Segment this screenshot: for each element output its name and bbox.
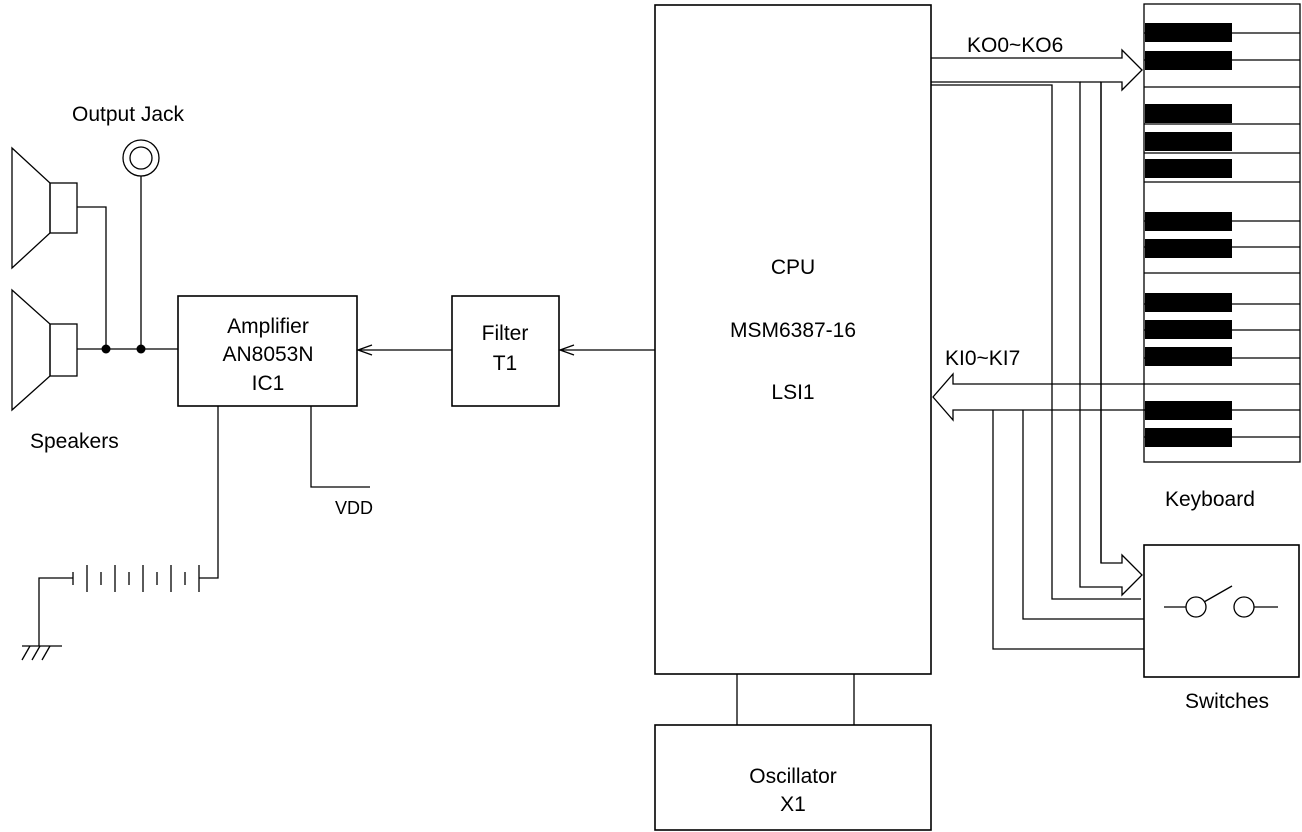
battery-icon [38,406,219,646]
amplifier-label-2: AN8053N [222,343,313,366]
oscillator-label-2: X1 [780,793,806,816]
ki-lines-to-switches [992,410,1144,650]
cpu-label-3: LSI1 [771,381,814,404]
output-jack-icon [122,139,160,177]
oscillator-label-1: Oscillator [749,765,837,788]
amplifier-label-3: IC1 [252,372,285,395]
filter-label-2: T1 [493,352,518,375]
ki-bus-arrow [932,372,1145,422]
junction-dot [101,344,111,354]
switches-block [1143,544,1300,678]
output-jack-label: Output Jack [72,103,185,126]
cpu-block: CPU MSM6387-16 LSI1 [654,4,932,675]
cpu-label-2: MSM6387-16 [730,319,856,342]
ko-bus-label: KO0~KO6 [967,34,1063,57]
amplifier-block: Amplifier AN8053N IC1 [177,295,358,407]
ko-line-to-switches [931,84,1141,600]
vdd-label: VDD [335,498,373,518]
oscillator-connections [736,674,855,725]
cpu-to-filter-arrow [558,344,655,356]
ko-bus-arrow [931,48,1143,597]
amplifier-label-1: Amplifier [227,315,309,338]
speakers-label: Speakers [30,430,119,453]
filter-to-amp-arrow [356,344,452,356]
vdd-lead: VDD [310,406,373,518]
filter-label-1: Filter [482,322,529,345]
speaker-wiring [77,176,178,354]
ki-bus-label: KI0~KI7 [945,347,1020,370]
switches-label: Switches [1185,690,1269,713]
speaker-top [11,146,78,270]
keyboard-label: Keyboard [1165,488,1255,511]
filter-block: Filter T1 [451,295,560,407]
keyboard-icon [1143,3,1301,463]
cpu-label-1: CPU [771,256,815,279]
junction-dot [136,344,146,354]
speaker-bottom [11,288,78,412]
ground-icon [21,645,62,661]
oscillator-block: Oscillator X1 [654,724,932,831]
